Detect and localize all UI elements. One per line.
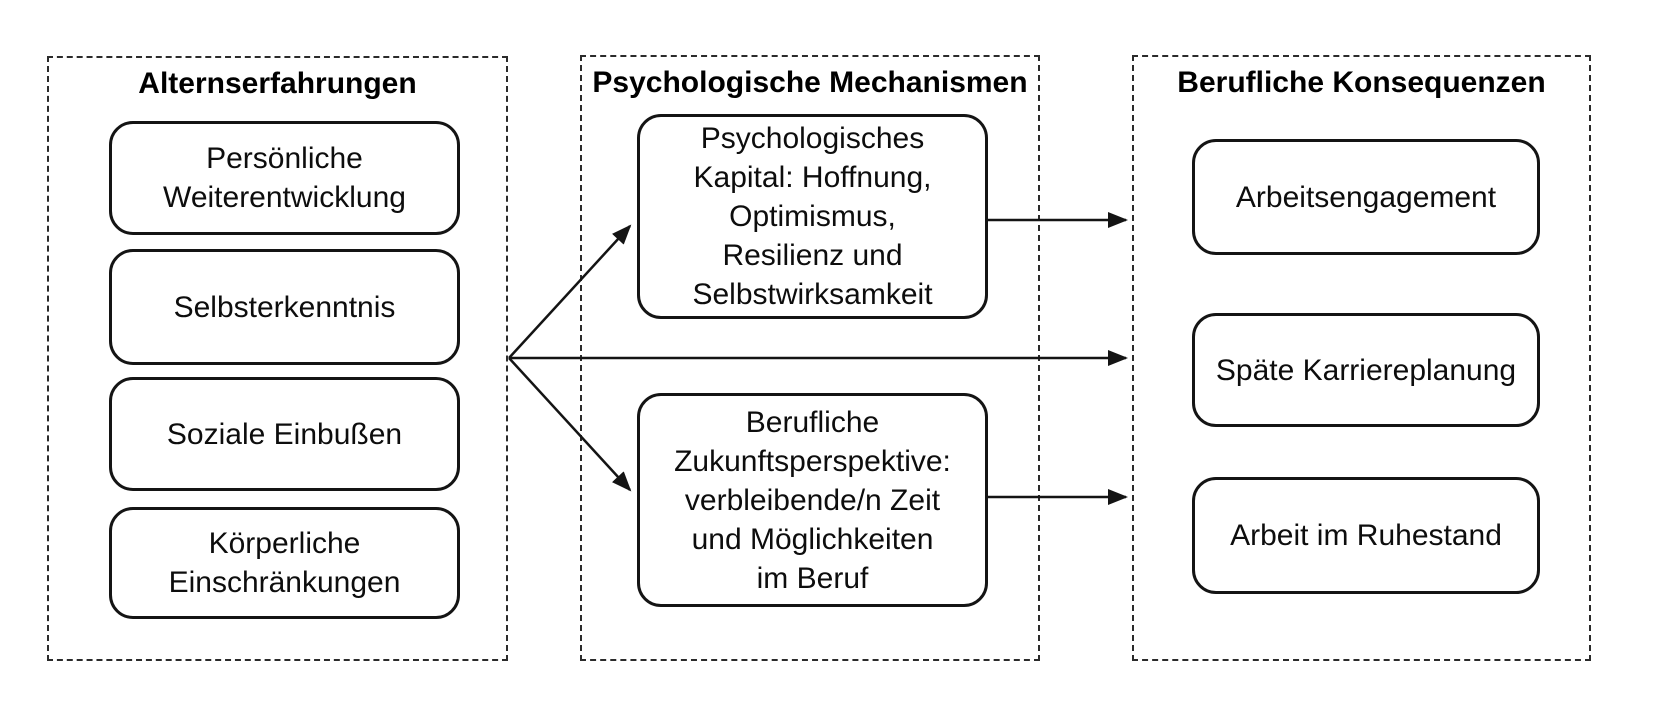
node-label: Arbeit im Ruhestand bbox=[1230, 519, 1502, 552]
node-label: Psychologisches Kapital: Hoffnung, Optim… bbox=[692, 122, 933, 311]
node-spaete-karriereplanung: Späte Karriereplanung bbox=[1192, 313, 1540, 427]
node-label: Späte Karriereplanung bbox=[1215, 353, 1517, 387]
group-berufliche-konsequenzen: Berufliche Konsequenzen Arbeitsengagemen… bbox=[1132, 55, 1591, 661]
group-title-berufliche-konsequenzen: Berufliche Konsequenzen bbox=[1177, 66, 1546, 99]
node-arbeit-im-ruhestand: Arbeit im Ruhestand bbox=[1192, 477, 1540, 594]
node-arbeitsengagement: Arbeitsengagement bbox=[1192, 139, 1540, 255]
node-label: Körperliche Einschränkungen bbox=[168, 527, 401, 599]
node-label: Berufliche Zukunftsperspektive: verbleib… bbox=[674, 405, 951, 595]
group-title-psychologische-mechanismen: Psychologische Mechanismen bbox=[592, 66, 1028, 99]
group-title-alternserfahrungen: Alternserfahrungen bbox=[138, 67, 417, 100]
node-selbsterkenntnis: Selbsterkenntnis bbox=[109, 249, 460, 365]
node-psychologisches-kapital: Psychologisches Kapital: Hoffnung, Optim… bbox=[637, 114, 988, 319]
node-soziale-einbussen: Soziale Einbußen bbox=[109, 377, 460, 491]
node-koerperliche-einschraenkungen: Körperliche Einschränkungen bbox=[109, 507, 460, 619]
node-label: Persönliche Weiterentwicklung bbox=[163, 142, 406, 214]
node-berufliche-zukunftsperspektive: Berufliche Zukunftsperspektive: verbleib… bbox=[637, 393, 988, 607]
group-alternserfahrungen: Alternserfahrungen Persönliche Weiterent… bbox=[47, 56, 508, 661]
node-label: Soziale Einbußen bbox=[166, 417, 403, 451]
node-label: Selbsterkenntnis bbox=[173, 290, 396, 324]
node-label: Arbeitsengagement bbox=[1235, 180, 1497, 214]
group-psychologische-mechanismen: Psychologische Mechanismen Psychologisch… bbox=[580, 55, 1040, 661]
node-persoenliche-weiterentwicklung: Persönliche Weiterentwicklung bbox=[109, 121, 460, 235]
